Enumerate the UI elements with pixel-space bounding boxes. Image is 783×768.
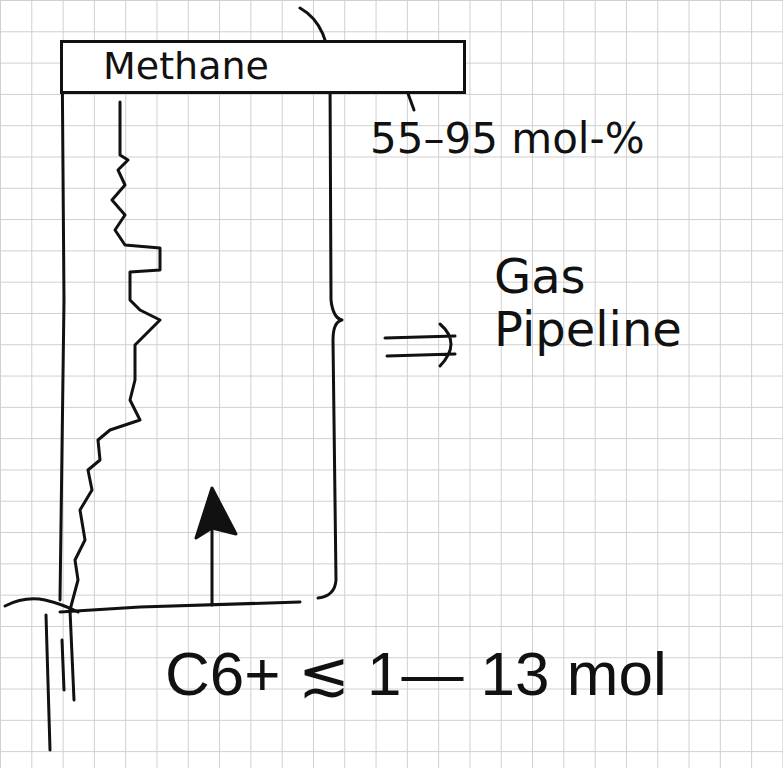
methane-bar: Methane [60,40,466,94]
column-bottom [60,602,300,612]
jagged-profile [70,102,160,610]
implies-arrow [385,324,455,366]
ground-line [5,599,78,612]
pipe-line [62,640,64,690]
node-label: Methane [103,45,455,89]
up-arrow-head [196,488,236,538]
curly-brace [300,8,342,598]
up-arrow-shaft [211,520,214,605]
c6-plus-note: C6+ ≲ 1— 13 mol [165,640,667,708]
pipe-line [70,610,74,700]
column-wall [60,42,64,600]
mol-range-note: 55–95 mol-% [370,116,645,162]
destination-note: Gas Pipeline [494,250,744,356]
pipe-line [46,615,50,750]
